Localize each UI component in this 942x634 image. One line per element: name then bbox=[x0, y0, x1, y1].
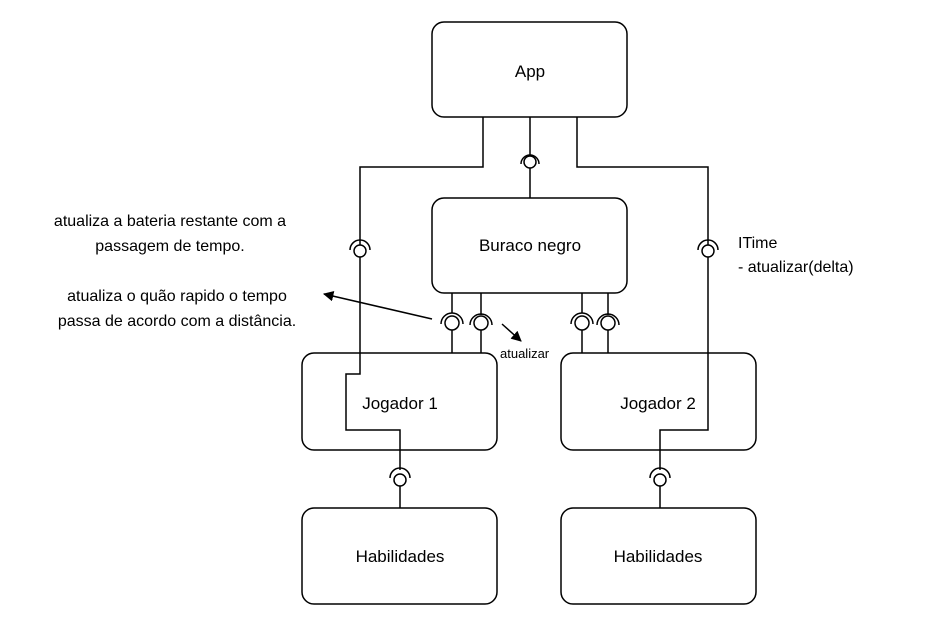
jogador-1-label: Jogador 1 bbox=[362, 394, 438, 413]
bateria-note-line2: passagem de tempo. bbox=[95, 238, 244, 255]
tempo-note: atualiza o quão rapido o tempo passa de … bbox=[58, 288, 296, 330]
buraco-negro-node[interactable]: Buraco negro bbox=[431, 197, 628, 294]
atualizar-label: atualizar bbox=[500, 346, 550, 361]
bateria-note: atualiza a bateria restante com a passag… bbox=[54, 213, 286, 255]
bateria-note-line1: atualiza a bateria restante com a bbox=[54, 213, 286, 230]
tempo-arrow bbox=[322, 291, 433, 320]
atualizar-arrow bbox=[501, 323, 522, 342]
app-node[interactable]: App bbox=[431, 21, 628, 118]
app-label: App bbox=[515, 62, 545, 81]
tempo-note-line2: passa de acordo com a distância. bbox=[58, 313, 296, 330]
itime-method: - atualizar(delta) bbox=[738, 259, 854, 276]
itime-title: ITime bbox=[738, 235, 778, 252]
habilidades-2-label: Habilidades bbox=[614, 547, 703, 566]
app-jogador1-connector bbox=[345, 117, 484, 508]
jogador-2-node[interactable]: Jogador 2 bbox=[560, 352, 757, 451]
itime-note: ITime - atualizar(delta) bbox=[738, 235, 854, 276]
app-buraco-connector bbox=[520, 117, 540, 198]
buraco-jogador2-connector bbox=[570, 293, 620, 353]
tempo-note-line1: atualiza o quão rapido o tempo bbox=[67, 288, 287, 305]
habilidades-1-label: Habilidades bbox=[356, 547, 445, 566]
habilidades-1-node[interactable]: Habilidades bbox=[301, 507, 498, 605]
jogador-1-node[interactable]: Jogador 1 bbox=[301, 352, 498, 451]
habilidades-2-node[interactable]: Habilidades bbox=[560, 507, 757, 605]
buraco-jogador1-connector bbox=[440, 293, 493, 353]
jogador-2-label: Jogador 2 bbox=[620, 394, 696, 413]
buraco-negro-label: Buraco negro bbox=[479, 236, 581, 255]
app-jogador2-connector bbox=[576, 117, 719, 508]
